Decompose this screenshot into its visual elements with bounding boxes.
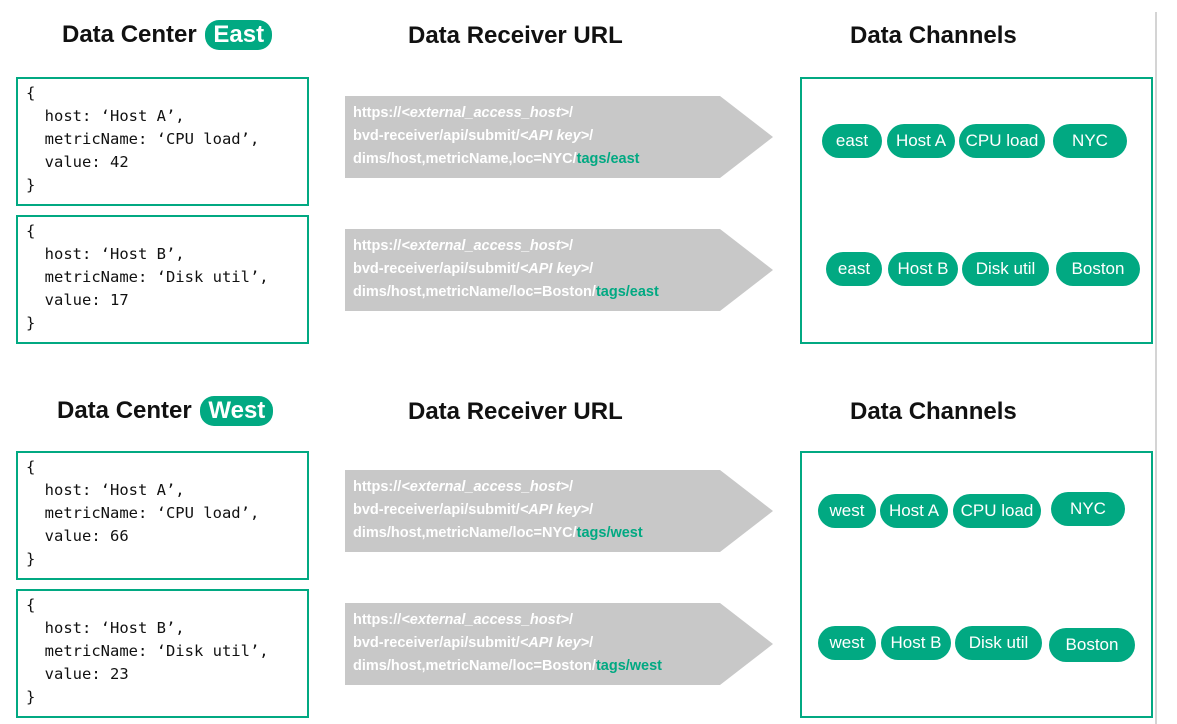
arrow-shape [345,470,773,552]
json-payload-box: { host: ‘Host A’, metricName: ‘CPU load’… [16,77,309,206]
code-line: } [26,314,36,332]
data-center-name-badge: East [205,20,273,50]
channel-tag: Host A [887,124,955,158]
data-center-label: Data Center [62,21,197,48]
url-text: https://<external_access_host>/ bvd-rece… [353,479,643,541]
data-center-name-badge: West [200,396,274,426]
data-channels-box [800,77,1153,344]
code-line: metricName: ‘CPU load’, [26,130,260,148]
channel-tag: Host B [881,626,951,660]
data-receiver-url-heading: Data Receiver URL [408,398,623,425]
url-arrow: https://<external_access_host>/ bvd-rece… [345,96,775,178]
code-line: { [26,84,36,102]
data-receiver-url-heading: Data Receiver URL [408,22,623,49]
code-line: metricName: ‘Disk util’, [26,268,269,286]
code-line: } [26,550,36,568]
json-payload-box: { host: ‘Host B’, metricName: ‘Disk util… [16,215,309,344]
code-line: { [26,222,36,240]
url-text: https://<external_access_host>/ bvd-rece… [353,105,640,167]
tag-segment: tags/east [576,151,640,167]
data-center-label: Data Center [57,397,192,424]
channel-tag: CPU load [959,124,1045,158]
tag-segment: tags/west [576,525,643,541]
right-divider-line [1155,12,1157,724]
code-line: value: 17 [26,291,129,309]
url-arrow: https://<external_access_host>/ bvd-rece… [345,603,775,685]
code-line: { [26,458,36,476]
channel-tag: CPU load [953,494,1041,528]
data-center-west-heading: Data Center West [57,396,274,426]
channel-tag: east [822,124,882,158]
code-line: host: ‘Host A’, [26,481,185,499]
channel-tag: east [826,252,882,286]
url-text: https://<external_access_host>/ bvd-rece… [353,238,659,300]
code-line: value: 23 [26,665,129,683]
channel-tag: west [818,626,876,660]
code-line: metricName: ‘Disk util’, [26,642,269,660]
url-arrow: https://<external_access_host>/ bvd-rece… [345,229,775,311]
json-payload-box: { host: ‘Host B’, metricName: ‘Disk util… [16,589,309,718]
data-channels-heading: Data Channels [850,22,1017,49]
arrow-shape [345,96,773,178]
channel-tag: Host A [880,494,948,528]
channel-tag: Disk util [962,252,1049,286]
channel-tag: Disk util [955,626,1042,660]
code-line: host: ‘Host B’, [26,619,185,637]
code-line: } [26,176,36,194]
data-center-east-heading: Data Center East [62,20,273,50]
arrow-shape [345,229,773,311]
tag-segment: tags/west [595,658,663,674]
channel-tag: west [818,494,876,528]
channel-tag: Boston [1056,252,1140,286]
code-line: { [26,596,36,614]
code-line: } [26,688,36,706]
channel-tag: Boston [1049,628,1135,662]
channel-tag: Host B [888,252,958,286]
channel-tag: NYC [1053,124,1127,158]
url-text: https://<external_access_host>/ bvd-rece… [353,612,663,674]
code-line: host: ‘Host B’, [26,245,185,263]
code-line: value: 42 [26,153,129,171]
url-arrow: https://<external_access_host>/ bvd-rece… [345,470,775,552]
tag-segment: tags/east [595,284,659,300]
arrow-shape [345,603,773,685]
code-line: value: 66 [26,527,129,545]
channel-tag: NYC [1051,492,1125,526]
json-payload-box: { host: ‘Host A’, metricName: ‘CPU load’… [16,451,309,580]
data-channels-heading: Data Channels [850,398,1017,425]
code-line: host: ‘Host A’, [26,107,185,125]
code-line: metricName: ‘CPU load’, [26,504,260,522]
